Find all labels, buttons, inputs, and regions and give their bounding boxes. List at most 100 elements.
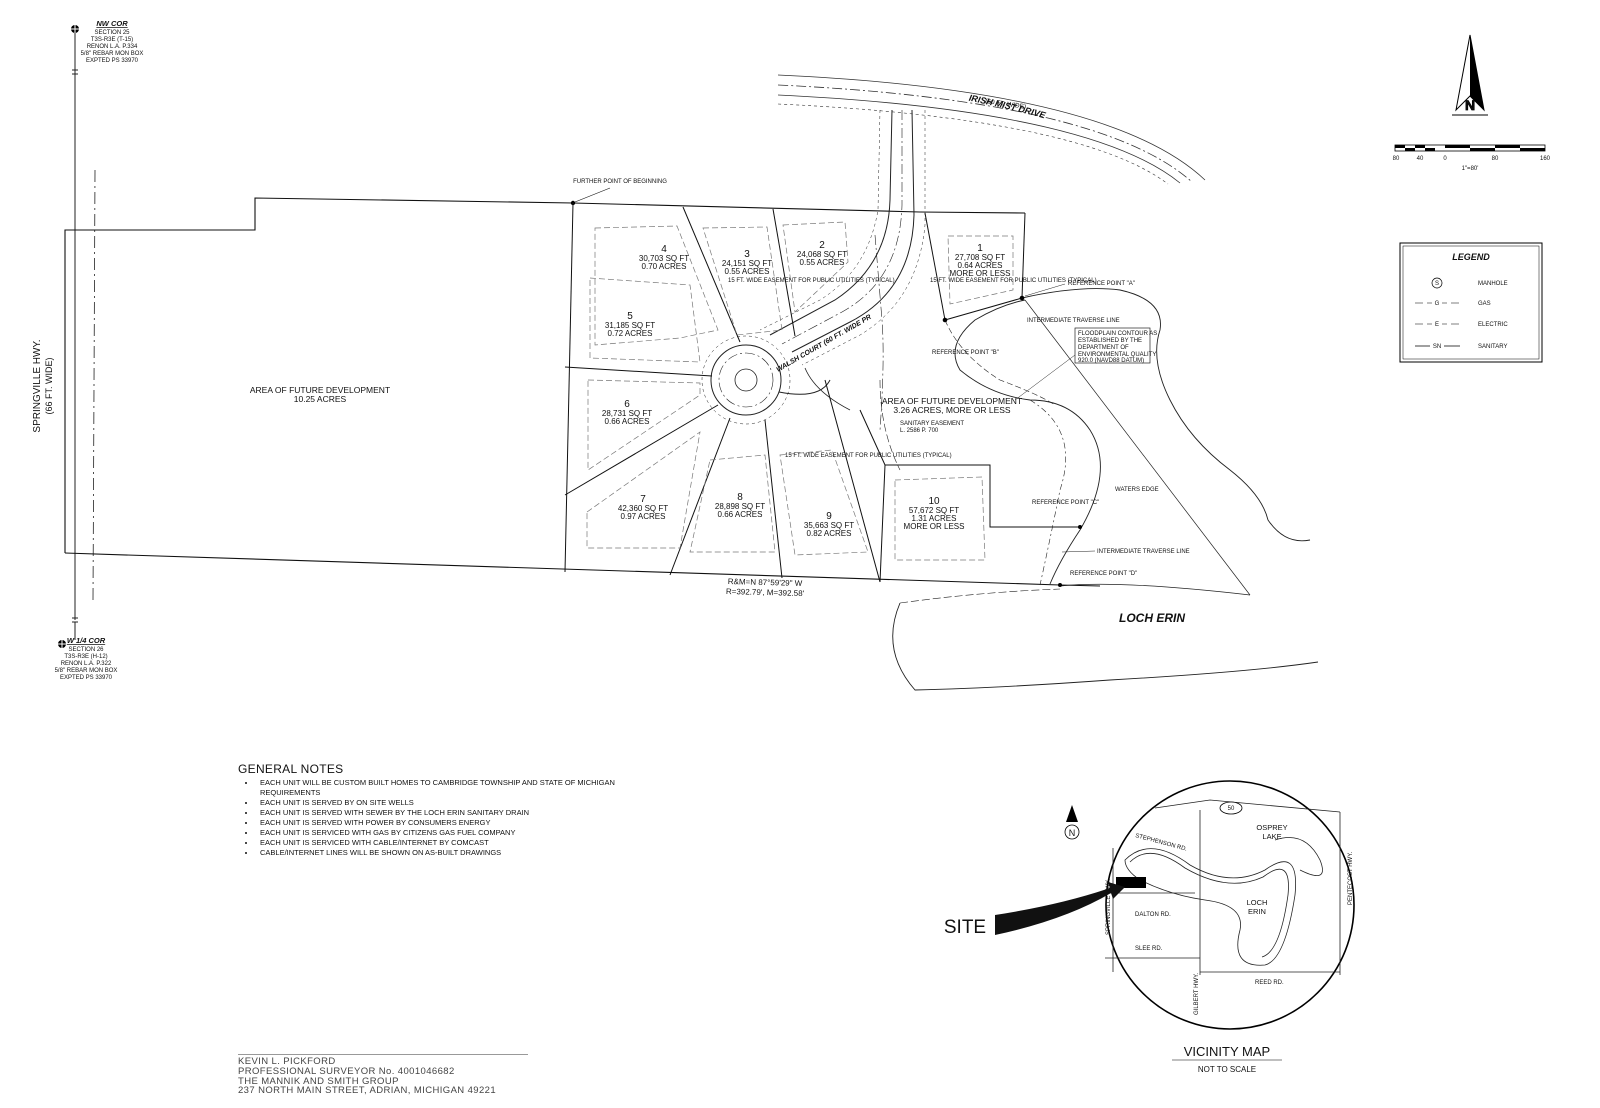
- sanitary-easement-label: SANITARY EASEMENT: [900, 421, 964, 427]
- lot-area: 24,068 SQ FT: [797, 250, 847, 259]
- lot-number: 3: [744, 249, 750, 260]
- irish-mist-drive: [777, 74, 1206, 185]
- reed-road-label: REED RD.: [1255, 980, 1284, 986]
- north-arrow-icon: N: [1452, 34, 1488, 116]
- reference-point-c-label: REFERENCE POINT "C": [1032, 500, 1099, 506]
- lot-area: 42,360 SQ FT: [618, 504, 668, 513]
- lot-area: 27,708 SQ FT: [955, 253, 1005, 262]
- waters-edge-label: WATERS EDGE: [1115, 487, 1159, 493]
- legend-box: LEGEND S MANHOLE G GAS E ELECTRIC SN SAN…: [1399, 242, 1543, 363]
- note-item: EACH UNIT IS SERVICED WITH CABLE/INTERNE…: [256, 838, 658, 848]
- further-pob-label: FURTHER POINT OF BEGINNING: [573, 179, 667, 185]
- general-notes-list: EACH UNIT WILL BE CUSTOM BUILT HOMES TO …: [238, 778, 658, 858]
- legend-title: LEGEND: [1452, 252, 1490, 262]
- future-development-west-acres: 10.25 ACRES: [294, 394, 347, 404]
- lot-label-3: 3 24,151 SQ FT 0.55 ACRES: [722, 249, 772, 276]
- vicinity-map-subtitle: NOT TO SCALE: [1198, 1065, 1256, 1074]
- gilbert-road-label: GILBERT HWY.: [1194, 973, 1200, 1015]
- legend-label: SANITARY: [1478, 344, 1507, 350]
- lot-acres: 0.97 ACRES: [621, 512, 666, 521]
- pentecost-road-label: PENTECOST HWY.: [1348, 852, 1354, 905]
- lot-area: 28,898 SQ FT: [715, 502, 765, 511]
- floodplain-line: ESTABLISHED BY THE: [1078, 338, 1142, 344]
- springville-hwy-label: SPRINGVILLE HWY.: [32, 339, 43, 432]
- easement-callout: 15 FT. WIDE EASEMENT FOR PUBLIC UTILITIE…: [930, 278, 1097, 284]
- floodplain-line: FLOODPLAIN CONTOUR AS: [1078, 331, 1157, 337]
- vicinity-site-marker: [1116, 877, 1146, 888]
- scale-tick: 40: [1417, 156, 1424, 162]
- legend-label: ELECTRIC: [1478, 322, 1508, 328]
- site-arrow-icon: [995, 882, 1125, 935]
- walsh-court: [701, 109, 926, 425]
- lot-area: 24,151 SQ FT: [722, 259, 772, 268]
- floodplain-line: ENVIRONMENTAL QUALITY: [1078, 352, 1156, 358]
- lot-number: 8: [737, 492, 743, 503]
- note-item: EACH UNIT IS SERVED WITH POWER BY CONSUM…: [256, 818, 658, 828]
- note-item: EACH UNIT IS SERVED WITH SEWER BY THE LO…: [256, 808, 658, 818]
- lot-label-9: 9 35,663 SQ FT 0.82 ACRES: [804, 511, 854, 538]
- nw-corner-monument: NW COR SECTION 25 T3S-R3E (T-15) RENON L…: [71, 19, 143, 64]
- floodplain-line: DEPARTMENT OF: [1078, 345, 1129, 351]
- nw-corner-line: EXPTED PS 33970: [86, 58, 139, 64]
- reference-point-a-marker: [1019, 295, 1025, 301]
- nw-corner-line: 5/8" REBAR MON BOX: [81, 51, 144, 57]
- distance-label: R=392.79', M=392.58': [726, 587, 805, 598]
- loch-erin-label: LOCH ERIN: [1119, 611, 1185, 625]
- lot-acres: 0.55 ACRES: [725, 267, 770, 276]
- lot-acres: 0.72 ACRES: [608, 329, 653, 338]
- nw-corner-title: NW COR: [96, 19, 128, 28]
- easement-callout: 15 FT. WIDE EASEMENT FOR PUBLIC UTILITIE…: [785, 453, 952, 459]
- lot-acres: 1.31 ACRES: [912, 514, 957, 523]
- vicinity-north-letter: N: [1069, 828, 1076, 838]
- lot-area: 31,185 SQ FT: [605, 321, 655, 330]
- w14-corner-line: SECTION 26: [68, 647, 104, 653]
- osprey-lake-label: OSPREY: [1256, 823, 1287, 832]
- w14-corner-line: RENON L.A. P.322: [61, 661, 112, 667]
- reference-point-d-label: REFERENCE POINT "D": [1070, 571, 1137, 577]
- lot-acres: 0.66 ACRES: [718, 510, 763, 519]
- future-development-east-label: AREA OF FUTURE DEVELOPMENT: [882, 396, 1022, 406]
- traverse-line-label: INTERMEDIATE TRAVERSE LINE: [1027, 318, 1120, 324]
- springville-road-label: SPRINGVILLE HWY.: [1106, 879, 1112, 935]
- loch-erin-map-label: LOCH: [1247, 898, 1268, 907]
- note-item: EACH UNIT IS SERVICED WITH GAS BY CITIZE…: [256, 828, 658, 838]
- lot-area: 57,672 SQ FT: [909, 506, 959, 515]
- lot-label-4: 4 30,703 SQ FT 0.70 ACRES: [639, 244, 689, 271]
- w14-corner-title: W 1/4 COR: [67, 636, 106, 645]
- surveyor-line: THE MANNIK AND SMITH GROUP: [238, 1075, 399, 1087]
- lot-label-1: 1 27,708 SQ FT 0.64 ACRES MORE OR LESS: [950, 243, 1011, 278]
- lot-acres: 0.70 ACRES: [642, 262, 687, 271]
- legend-label: GAS: [1478, 301, 1491, 307]
- legend-symbol: SN: [1433, 344, 1441, 350]
- east-area-lines: [874, 234, 1311, 596]
- graphic-scale: 80 40 0 80 160 1"=80': [1393, 144, 1551, 172]
- nw-corner-line: RENON L.A. P.334: [87, 44, 138, 50]
- lot-area: 28,731 SQ FT: [602, 409, 652, 418]
- lot-acres: 0.55 ACRES: [800, 258, 845, 267]
- reference-point-a-label: REFERENCE POINT "A": [1068, 281, 1135, 287]
- lot-number: 6: [624, 399, 630, 410]
- nw-corner-line: T3S-R3E (T-15): [91, 37, 133, 43]
- lot-acres: 0.64 ACRES: [958, 261, 1003, 270]
- legend-symbol: G: [1435, 301, 1440, 307]
- osprey-lake-label: LAKE: [1262, 832, 1281, 841]
- lot-extra: MORE OR LESS: [904, 522, 965, 531]
- future-development-west-label: AREA OF FUTURE DEVELOPMENT: [250, 385, 390, 395]
- surveyor-line: PROFESSIONAL SURVEYOR No. 4001046682: [238, 1065, 455, 1077]
- legend-symbol: E: [1435, 322, 1439, 328]
- sanitary-easement-ref: L. 2586 P. 700: [900, 428, 939, 434]
- lot-number: 4: [661, 244, 667, 255]
- lot-label-7: 7 42,360 SQ FT 0.97 ACRES: [618, 494, 668, 521]
- w14-corner-line: 5/8" REBAR MON BOX: [55, 668, 118, 674]
- slee-road-label: SLEE RD.: [1135, 946, 1163, 952]
- lot-number: 7: [640, 494, 646, 505]
- lot-area: 30,703 SQ FT: [639, 254, 689, 263]
- route-shield-icon: [1219, 801, 1243, 815]
- w14-corner-line: T3S-R3E (H-12): [64, 654, 107, 660]
- scale-tick: 80: [1492, 156, 1499, 162]
- section-line: [72, 33, 96, 640]
- scale-tick: 80: [1393, 156, 1400, 162]
- reference-point-d-marker: [1058, 583, 1062, 587]
- scale-tick: 0: [1443, 156, 1447, 162]
